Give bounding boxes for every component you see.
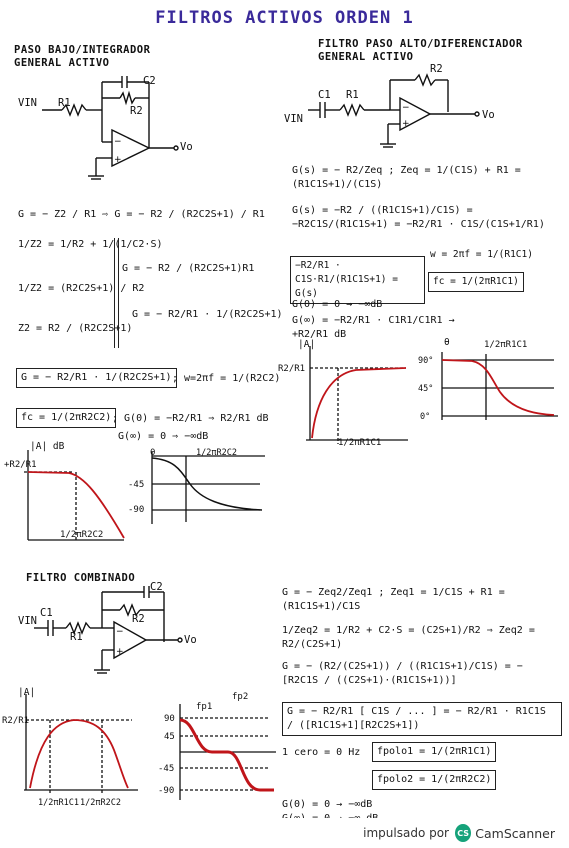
cb-g0: G(0) = 0 → −∞dB <box>282 799 373 810</box>
lp-mag-plot <box>24 450 125 542</box>
hp-phase-tick-90: 90° <box>418 356 434 366</box>
hp-phase-xmark: 1/2πR1C1 <box>484 340 528 350</box>
hp-mag-xmark: 1/2πR1C1 <box>338 438 382 448</box>
lp-phase-tick-45: -45 <box>128 480 145 490</box>
lp-vin-label: VIN <box>18 97 37 109</box>
hp-g0: G(0) = 0 → −∞dB <box>292 299 383 310</box>
lp-c2-label: C2 <box>143 75 156 87</box>
highpass-circuit: −+ <box>308 73 480 148</box>
svg-text:+: + <box>114 155 122 165</box>
lp-fc-box: fc = 1/(2πR2C2) <box>16 408 117 428</box>
cb-phase-tick-45: 45 <box>164 732 175 742</box>
cb-polo1: fpolo1 = 1/(2πR1C1) <box>372 742 497 762</box>
svg-text:+: + <box>402 119 410 129</box>
cb-eq2: 1/Zeq2 = 1/R2 + C2·S = (C2S+1)/R2 ⇒ Zeq2… <box>282 625 535 650</box>
hp-mag-plot <box>306 346 408 444</box>
cb-phase-p2: fp2 <box>232 692 249 702</box>
lp-g0: ; G(0) = −R2/R1 ⇒ R2/R1 dB <box>112 413 269 424</box>
cb-vo-label: Vo <box>184 634 197 646</box>
hp-r1-label: R1 <box>346 89 359 101</box>
lp-mag-xmark: 1/2πR2C2 <box>60 530 104 540</box>
footer-prefix: impulsado por <box>363 826 449 840</box>
lowpass-heading: PASO BAJO/INTEGRADOR GENERAL ACTIVO <box>14 44 151 69</box>
lp-r2-label: R2 <box>130 105 143 117</box>
lp-eq5: G = − R2/R1 · 1/(R2C2S+1) <box>132 309 283 320</box>
cb-mag-x2: 1/2πR2C2 <box>80 798 121 808</box>
cb-mag-ylabel: |A| <box>18 687 36 698</box>
cb-r1-label: R1 <box>70 631 83 643</box>
lp-eq2: 1/Z2 = 1/R2 + 1/(1/C2·S) <box>18 239 163 250</box>
cb-phase-tick-90: 90 <box>164 714 175 724</box>
lp-phase-ylabel: θ <box>150 448 156 458</box>
cb-mag-ymark: R2/R1 <box>2 716 30 726</box>
cb-phase-p1: fp1 <box>196 702 213 712</box>
lp-mag-ymark: +R2/R1 <box>4 460 37 470</box>
lp-r1-label: R1 <box>58 97 71 109</box>
lp-eq4: 1/Z2 = (R2C2S+1) / R2 <box>18 283 145 294</box>
svg-text:+: + <box>116 647 124 657</box>
lp-phase-plot <box>151 452 265 524</box>
lp-eq6: Z2 = R2 / (R2C2S+1) <box>18 323 133 334</box>
combined-circuit: −+ <box>34 586 183 674</box>
hp-eq2: G(s) = −R2 / ((R1C1S+1)/C1S) = −R2C1S/(R… <box>292 205 545 230</box>
lp-eq3: G = − R2 / (R2C2S+1)R1 <box>122 263 255 274</box>
hp-mag-ylabel: |A| <box>298 339 316 350</box>
hp-r2-label: R2 <box>430 63 443 75</box>
cb-eq3: G = − (R2/(C2S+1)) / ((R1C1S+1)/C1S) = −… <box>282 661 523 686</box>
hp-gain-box: −R2/R1 · C1S·R1/(R1C1S+1) = G(s) <box>290 256 425 304</box>
lp-phase-xmark: 1/2πR2C2 <box>196 448 237 458</box>
cb-eq1: G = − Zeq2/Zeq1 ; Zeq1 = 1/C1S + R1 = (R… <box>282 587 505 612</box>
footer-bar <box>0 818 569 848</box>
hp-phase-tick-0: 0° <box>420 412 431 422</box>
hp-omega: w = 2πf = 1/(R1C1) <box>430 249 533 260</box>
cb-polo2: fpolo2 = 1/(2πR2C2) <box>372 770 497 790</box>
camscanner-logo: CS CamScanner <box>455 823 555 843</box>
hp-phase-ylabel: θ <box>444 337 450 348</box>
hp-ginf: G(∞) = −R2/R1 · C1R1/C1R1 → +R2/R1 dB <box>292 315 455 340</box>
hp-phase-plot <box>441 352 558 420</box>
highpass-heading: FILTRO PASO ALTO/DIFERENCIADOR GENERAL A… <box>318 38 523 63</box>
camscanner-brand: CamScanner <box>475 825 555 841</box>
hp-fc-box: fc = 1/(2πR1C1) <box>428 272 524 292</box>
combined-heading: FILTRO COMBINADO <box>26 572 136 584</box>
hp-eq1: G(s) = − R2/Zeq ; Zeq = 1/(C1S) + R1 = (… <box>292 165 521 190</box>
lp-omega: ; w=2πf = 1/(R2C2) <box>172 373 281 384</box>
cb-cero: 1 cero = 0 Hz <box>282 747 361 758</box>
page-title: FILTROS ACTIVOS ORDEN 1 <box>155 8 414 28</box>
hp-vo-label: Vo <box>482 109 495 121</box>
hp-vin-label: VIN <box>284 113 303 125</box>
cb-phase-tick-m45: -45 <box>158 764 175 774</box>
cb-eq4: G = − R2/R1 [ C1S / ... ] = − R2/R1 · R1… <box>282 702 562 736</box>
cb-phase-plot <box>179 704 276 800</box>
cb-r2-label: R2 <box>132 613 145 625</box>
lp-eq1: G = − Z2 / R1 ⇨ G = − R2 / (R2C2S+1) / R… <box>18 209 265 220</box>
lp-gain-box: G = − R2/R1 · 1/(R2C2S+1) <box>16 368 177 388</box>
cb-phase-tick-m90: -90 <box>158 786 175 796</box>
cb-mag-plot <box>24 694 138 794</box>
lp-vo-label: Vo <box>180 141 193 153</box>
svg-text:−: − <box>116 627 124 637</box>
hp-mag-ymark: R2/R1 <box>278 364 306 374</box>
cb-c1-label: C1 <box>40 607 53 619</box>
svg-text:−: − <box>402 103 410 113</box>
camscanner-icon: CS <box>455 824 472 842</box>
hp-phase-tick-45: 45° <box>418 384 434 394</box>
cb-mag-x1: 1/2πR1C1 <box>38 798 79 808</box>
cb-c2-label: C2 <box>150 581 163 593</box>
hp-c1-label: C1 <box>318 89 331 101</box>
lowpass-circuit: −+ <box>42 76 179 180</box>
cb-vin-label: VIN <box>18 615 37 627</box>
lp-ginf: G(∞) = 0 ⇒ −∞dB <box>118 431 209 442</box>
lp-phase-tick-90: -90 <box>128 505 145 515</box>
lp-mag-ylabel: |A| dB <box>30 441 65 452</box>
svg-text:−: − <box>114 137 122 147</box>
